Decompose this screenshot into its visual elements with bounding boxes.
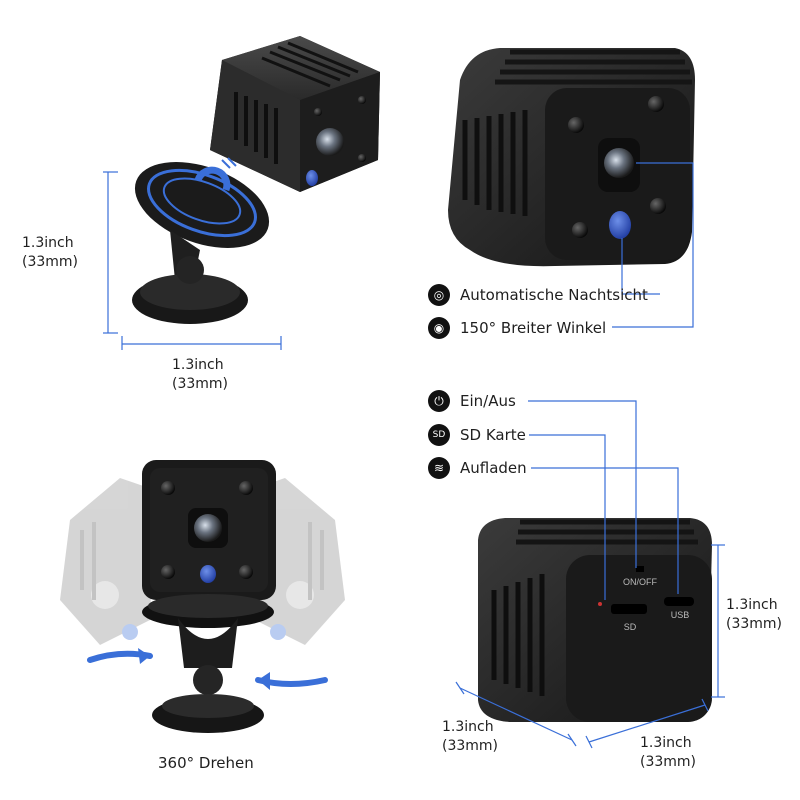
height-mm: (33mm): [726, 616, 783, 632]
height-mm: (33mm): [22, 254, 79, 270]
dimension-lines-top-left: [103, 171, 282, 350]
camera-rotation-view: [60, 460, 345, 733]
feature-sd-card: SD Karte: [460, 426, 526, 444]
feature-power: Ein/Aus: [460, 392, 516, 410]
feature-night-vision: Automatische Nachtsicht: [460, 286, 648, 304]
rotation-caption: 360° Drehen: [158, 754, 254, 772]
height-dimension-bottom-right: 1.3inch (33mm): [726, 596, 782, 634]
camera-back-view: [478, 518, 712, 722]
camera-with-magnetic-mount: [132, 36, 380, 324]
callout-lines-top-right: [612, 162, 694, 328]
aperture-icon: ◎: [428, 284, 450, 306]
dimension-lines-bottom-right: [455, 544, 725, 749]
width-inch: 1.3inch: [640, 735, 692, 751]
height-inch: 1.3inch: [22, 235, 74, 251]
power-icon: ⏻: [428, 390, 450, 412]
height-dimension-top-left: 1.3inch (33mm): [22, 234, 78, 272]
port-usb-label: USB: [671, 610, 690, 620]
feature-charging: Aufladen: [460, 459, 527, 477]
feature-wide-angle: 150° Breiter Winkel: [460, 319, 607, 337]
width-mm: (33mm): [640, 754, 697, 770]
height-inch: 1.3inch: [726, 597, 778, 613]
usb-icon: ≋: [428, 457, 450, 479]
port-onoff-label: ON/OFF: [623, 577, 657, 587]
width-mm: (33mm): [172, 376, 229, 392]
sd-card-icon: SD: [428, 424, 450, 446]
depth-inch: 1.3inch: [442, 719, 494, 735]
camera-front-view: [448, 48, 695, 267]
port-sd-label: SD: [624, 622, 637, 632]
width-dimension-top-left: 1.3inch (33mm): [172, 356, 228, 394]
width-inch: 1.3inch: [172, 357, 224, 373]
width-dimension-bottom-right: 1.3inch (33mm): [640, 734, 696, 772]
depth-mm: (33mm): [442, 738, 499, 754]
callout-lines-bottom-right: [528, 400, 679, 600]
depth-dimension-bottom-right: 1.3inch (33mm): [442, 718, 498, 756]
eye-icon: ◉: [428, 317, 450, 339]
